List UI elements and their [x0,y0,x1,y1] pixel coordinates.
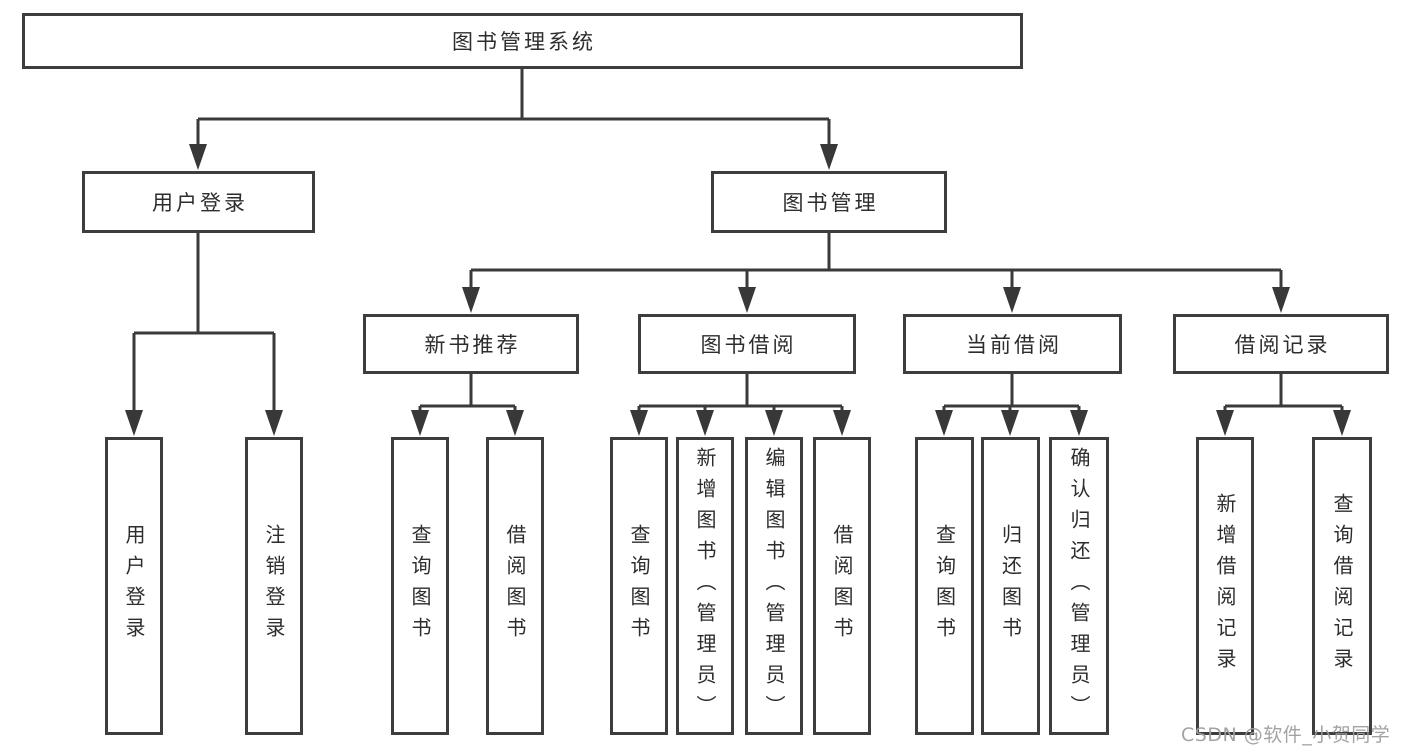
csdn-watermark: CSDN @软件_小贺同学 [1181,724,1391,746]
node-root-label: 图书管理系统 [452,30,596,54]
node-new-book-recommend: 新书推荐 [363,314,579,374]
arrow-down-icon [765,410,783,436]
node-current-borrow: 当前借阅 [903,314,1122,374]
connector-root-to-level1 [189,69,838,170]
arrow-down-icon [1216,410,1234,436]
arrow-down-icon [506,410,524,436]
connector-user-login-children [125,233,283,436]
connector-new-book-rec-children [411,374,524,436]
node-book-borrow-label: 图书借阅 [700,333,797,357]
leaf-query-borrow-record-label: 查询借阅记录 [1330,493,1354,679]
leaf-return-book: 归还图书 [981,437,1040,735]
node-current-borrow-label: 当前借阅 [966,333,1062,357]
node-book-mgmt-label: 图书管理 [782,191,879,215]
leaf-add-book-admin: 新增图书（管理员） [676,437,734,735]
arrow-down-icon [189,144,207,170]
leaf-query-borrow-record: 查询借阅记录 [1312,437,1372,735]
arrow-down-icon [125,410,143,436]
leaf-user-login: 用户登录 [105,437,163,735]
leaf-add-borrow-record: 新增借阅记录 [1196,437,1254,735]
arrow-down-icon [738,287,756,313]
arrow-down-icon [820,144,838,170]
leaf-confirm-return-admin-label: 确认归还（管理员） [1067,446,1091,726]
connector-book-borrow-children [630,374,851,436]
leaf-logout-label: 注销登录 [262,524,286,648]
leaf-borrow-book-1-label: 借阅图书 [503,524,527,648]
arrow-down-icon [1070,410,1088,436]
arrow-down-icon [935,410,953,436]
leaf-query-book-2: 查询图书 [610,437,668,735]
leaf-add-book-admin-label: 新增图书（管理员） [693,446,717,726]
node-root: 图书管理系统 [22,13,1023,69]
leaf-logout: 注销登录 [245,437,303,735]
node-book-borrow: 图书借阅 [638,314,856,374]
arrow-down-icon [833,410,851,436]
arrow-down-icon [1333,410,1351,436]
arrow-down-icon [462,287,480,313]
leaf-query-book-3-label: 查询图书 [932,524,957,648]
connector-book-mgmt-children [462,233,1290,313]
node-borrow-records-label: 借阅记录 [1234,333,1331,357]
connector-borrow-records-children [1216,374,1351,436]
leaf-edit-book-admin-label: 编辑图书（管理员） [762,446,786,726]
node-book-mgmt: 图书管理 [711,171,947,233]
leaf-query-book-1: 查询图书 [391,437,449,735]
arrow-down-icon [630,410,648,436]
leaf-user-login-label: 用户登录 [122,524,146,648]
arrow-down-icon [265,410,283,436]
node-borrow-records: 借阅记录 [1173,314,1389,374]
leaf-edit-book-admin: 编辑图书（管理员） [745,437,803,735]
leaf-confirm-return-admin: 确认归还（管理员） [1049,437,1109,735]
connector-current-borrow-children [935,374,1088,436]
leaf-query-book-2-label: 查询图书 [627,524,651,648]
leaf-borrow-book-1: 借阅图书 [486,437,544,735]
leaf-borrow-book-2-label: 借阅图书 [830,524,854,648]
arrow-down-icon [411,410,429,436]
arrow-down-icon [696,410,714,436]
leaf-query-book-3: 查询图书 [915,437,974,735]
node-user-login: 用户登录 [82,171,315,233]
arrow-down-icon [1003,287,1021,313]
leaf-borrow-book-2: 借阅图书 [813,437,871,735]
leaf-return-book-label: 归还图书 [998,524,1023,648]
leaf-query-book-1-label: 查询图书 [408,524,432,648]
arrow-down-icon [1272,287,1290,313]
arrow-down-icon [1001,410,1019,436]
leaf-add-borrow-record-label: 新增借阅记录 [1213,493,1237,679]
node-user-login-label: 用户登录 [152,191,248,215]
node-new-book-recommend-label: 新书推荐 [424,333,521,357]
